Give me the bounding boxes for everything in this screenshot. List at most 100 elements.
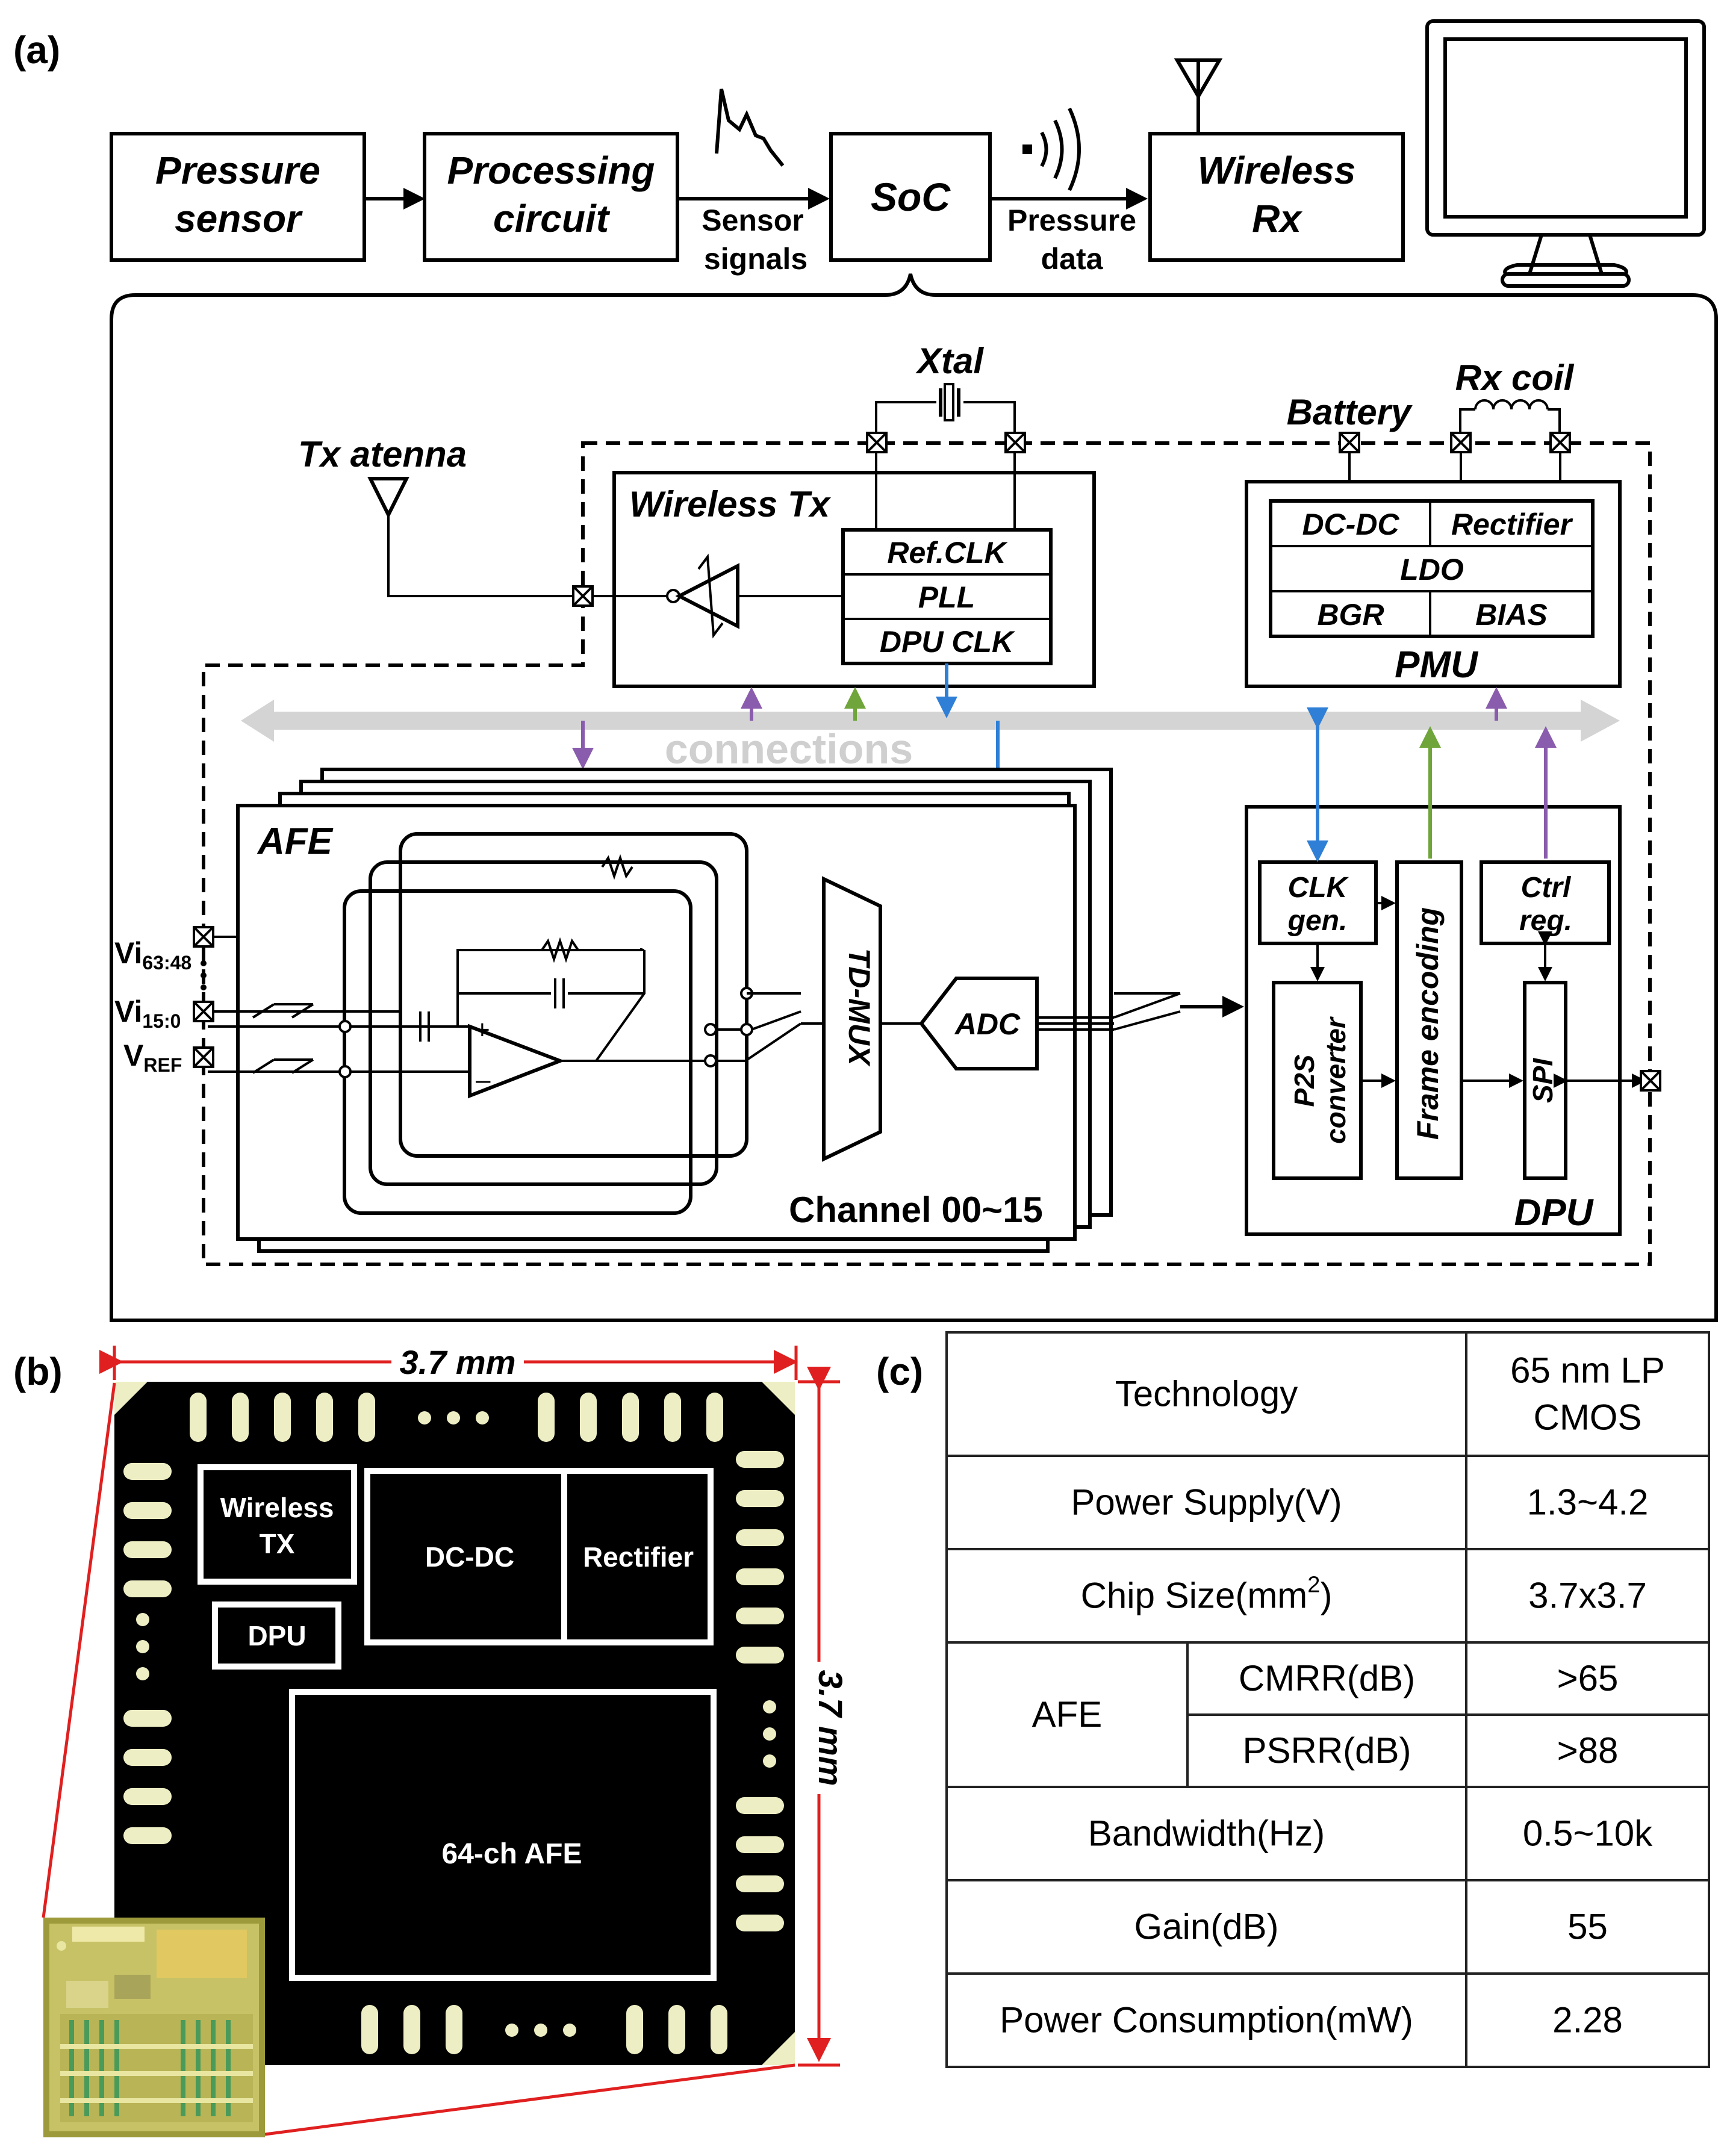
- table-label: Chip Size(mm2): [1081, 1573, 1333, 1616]
- processing-circuit-line2: circuit: [493, 197, 611, 240]
- pressure-data-line2: data: [1041, 242, 1104, 276]
- frame-encoding-block: Frame encoding: [1395, 860, 1463, 1180]
- soc-label: SoC: [871, 175, 951, 219]
- wireless-rx-block: Wireless Rx: [1148, 132, 1405, 262]
- table-sub-label: CMRR(dB): [1239, 1658, 1415, 1698]
- input-pad-vi63: [193, 926, 238, 948]
- td-mux-label: TD-MUX: [842, 948, 876, 1067]
- tx-antenna-label: Tx atenna: [298, 434, 467, 474]
- afe-stack: [236, 768, 1113, 1253]
- vref-label: VREF: [123, 1039, 182, 1076]
- table-sub-value: >65: [1557, 1658, 1619, 1698]
- sensor-waveform-icon: [715, 89, 785, 167]
- table-value: 1.3~4.2: [1527, 1482, 1649, 1522]
- table-label-afe: AFE: [1032, 1694, 1103, 1735]
- dpu-label: DPU: [1514, 1192, 1595, 1234]
- ref-clk-label: Ref.CLK: [887, 536, 1008, 570]
- monitor-icon: [1425, 19, 1706, 288]
- dpu-clk-label: DPU CLK: [880, 625, 1016, 659]
- spi-block: SPI: [1523, 981, 1567, 1180]
- table-sub-label: PSRR(dB): [1242, 1730, 1411, 1771]
- input-pad-vi15: [193, 1001, 214, 1022]
- die-pins-right: [736, 1451, 784, 1931]
- pressure-sensor-block: Pressure sensor: [110, 132, 366, 262]
- dpu-internal-wires: [1310, 896, 1646, 1088]
- table-label: Power Consumption(mW): [1000, 1999, 1413, 2040]
- afe-amplifier-circuit: + –: [208, 937, 824, 1099]
- wireless-signal-icon: [1022, 107, 1081, 191]
- xtal-label: Xtal: [915, 341, 984, 381]
- clk-gen-line2: gen.: [1287, 905, 1348, 937]
- die-wireless-tx-line2: TX: [260, 1528, 295, 1559]
- table-border: [945, 1331, 1710, 2068]
- die-afe-label: 64-ch AFE: [442, 1838, 582, 1870]
- pmu-label: PMU: [1395, 644, 1479, 686]
- table-value: 55: [1567, 1906, 1608, 1946]
- pressure-data-line1: Pressure: [1007, 203, 1136, 237]
- chip-micrograph-inset: [43, 1918, 265, 2137]
- sensor-signals-line1: Sensor: [702, 203, 804, 237]
- table-value: 65 nm LP: [1510, 1350, 1665, 1390]
- die-dpu-label: DPU: [247, 1620, 306, 1651]
- pll-label: PLL: [918, 580, 975, 614]
- svg-text:+: +: [475, 1015, 490, 1045]
- soc-detail-frame: [110, 273, 1718, 1322]
- wireless-rx-line1: Wireless: [1198, 149, 1356, 192]
- adc-label: ADC: [954, 1007, 1021, 1041]
- afe-label: AFE: [257, 821, 334, 862]
- coil-pad-left: [1450, 432, 1472, 453]
- pmu-bgr-label: BGR: [1317, 598, 1384, 632]
- p2s-line1: P2S: [1289, 1054, 1320, 1107]
- battery-label: Battery: [1287, 392, 1413, 432]
- svg-text:–: –: [476, 1065, 491, 1095]
- table-sub-value: >88: [1557, 1730, 1619, 1771]
- pmu-inner-grid: DC-DC Rectifier LDO BGR BIAS: [1269, 499, 1595, 638]
- input-dots: [201, 960, 207, 990]
- tx-antenna-pad: [572, 585, 594, 607]
- vi-63-48-label: Vi63:48: [114, 936, 191, 974]
- die-pins-left: [123, 1463, 172, 1844]
- table-value: 2.28: [1552, 1999, 1623, 2040]
- channel-label: Channel 00~15: [789, 1190, 1043, 1230]
- tx-antenna-icon: [367, 477, 578, 597]
- spi-label: SPI: [1527, 1058, 1558, 1103]
- spi-pad: [1640, 1070, 1661, 1092]
- table-value: CMOS: [1534, 1397, 1642, 1437]
- die-rectifier-label: Rectifier: [583, 1541, 694, 1573]
- p2s-converter-block: P2S converter: [1272, 981, 1363, 1180]
- ctrl-reg-line2: reg.: [1519, 905, 1572, 937]
- clock-stack: Ref.CLK PLL DPU CLK: [841, 528, 1053, 665]
- xtal-pad-right: [1004, 432, 1026, 453]
- table-label: Power Supply(V): [1071, 1482, 1342, 1522]
- wireless-tx-label: Wireless Tx: [629, 484, 832, 524]
- die-pins-bottom: [361, 2005, 727, 2054]
- adc-output-bus: [1037, 992, 1244, 1031]
- ctrl-reg-line1: Ctrl: [1521, 872, 1572, 904]
- battery-pad: [1339, 432, 1360, 453]
- connections-bus: [241, 700, 1620, 742]
- input-pad-vref: [193, 1046, 214, 1068]
- clk-gen-line1: CLK: [1288, 872, 1349, 904]
- power-amplifier-icon: [593, 553, 843, 639]
- frame-encoding-label: Frame encoding: [1411, 907, 1445, 1140]
- zoom-line-bottom: [264, 2063, 795, 2136]
- clk-gen-block: CLK gen.: [1258, 860, 1378, 945]
- processing-circuit-line1: Processing: [447, 149, 655, 192]
- table-label: Gain(dB): [1134, 1906, 1278, 1946]
- die-pins-top: [190, 1393, 723, 1442]
- table-value: 0.5~10k: [1523, 1813, 1653, 1853]
- table-label: Technology: [1115, 1373, 1298, 1414]
- zoom-line-top: [42, 1382, 116, 1918]
- rx-antenna-icon: [1174, 58, 1223, 134]
- table-value: 3.7x3.7: [1528, 1575, 1647, 1615]
- height-label: 3.7 mm: [812, 1670, 850, 1786]
- panel-label-a: (a): [13, 28, 60, 72]
- pressure-sensor-line1: Pressure: [155, 149, 320, 192]
- die-dcdc-label: DC-DC: [425, 1541, 514, 1573]
- pressure-sensor-line2: sensor: [175, 197, 303, 240]
- die-wireless-tx-line1: Wireless: [220, 1492, 334, 1523]
- pmu-ldo-label: LDO: [1400, 553, 1464, 586]
- pmu-bias-label: BIAS: [1475, 598, 1547, 632]
- rx-coil-inductor: [1459, 399, 1561, 440]
